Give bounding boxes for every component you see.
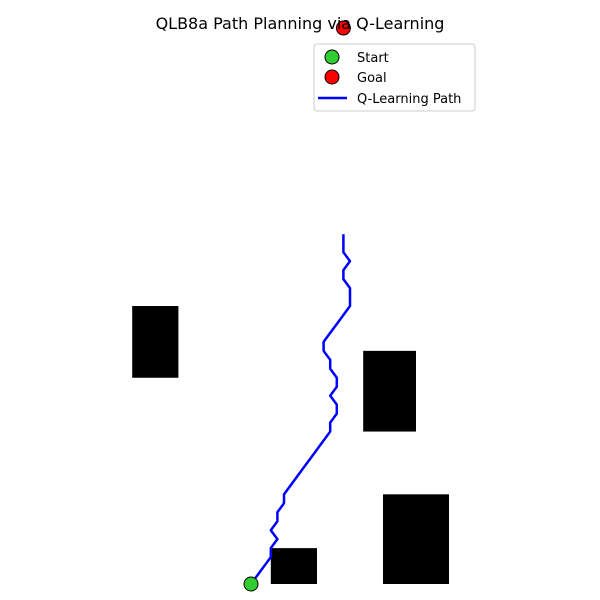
legend-frame — [313, 43, 476, 112]
obstacle-6 — [270, 548, 317, 584]
obstacles-layer — [132, 306, 449, 584]
legend-label-start: Start — [357, 51, 389, 66]
obstacle-7 — [383, 494, 449, 584]
legend-label-q-learning-path: Q-Learning Path — [357, 92, 461, 107]
chart-title: QLB8a Path Planning via Q-Learning — [156, 14, 445, 33]
obstacle-4 — [132, 306, 179, 378]
goal-marker — [335, 20, 351, 36]
series-line-q-learning-path — [249, 234, 352, 585]
markers-layer — [243, 20, 351, 592]
obstacle-5 — [363, 350, 416, 432]
series-layer — [249, 234, 352, 585]
start-marker — [243, 576, 259, 592]
legend-label-goal: Goal — [357, 71, 387, 86]
legend-marker-start — [324, 49, 340, 65]
legend-marker-goal — [324, 69, 340, 85]
